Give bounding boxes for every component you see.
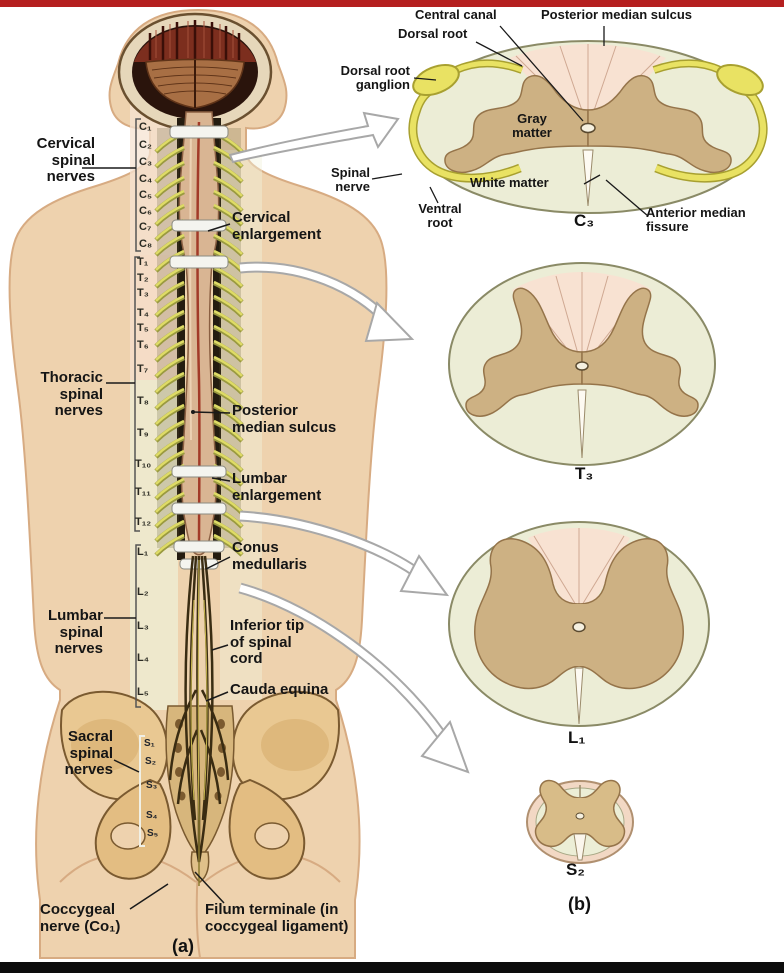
c3-callout-spinal-nerve: Spinal nerve (330, 165, 370, 195)
vertebra-label-t3: T₃ (137, 287, 149, 299)
cross-section-c3 (408, 40, 767, 214)
c3-callout-central-canal: Central canal (415, 7, 497, 22)
annotation-inferior-tip: Inferior tip of spinal cord (230, 617, 305, 667)
brain-in-skull (117, 12, 273, 132)
vertebra-label-t7: T₇ (137, 363, 149, 375)
c3-callout-lines (371, 25, 649, 217)
bottom-black-bar (0, 962, 784, 973)
section-label-t3: T₃ (575, 464, 594, 483)
cross-section-t3 (448, 262, 716, 466)
vertebra-label-c8: C₈ (139, 238, 153, 250)
vertebra-label-c4: C₄ (139, 173, 153, 185)
annotation-lumbar-enlargement: Lumbar enlargement (232, 470, 322, 504)
leader-lines (82, 167, 231, 910)
c3-callout-dorsal-root-ganglion: Dorsal root ganglion (340, 63, 410, 93)
vertebra-label-l2: L₂ (137, 586, 149, 598)
group-label-cervical: Cervical spinal nerves (36, 135, 95, 185)
top-red-bar (0, 0, 784, 7)
vertebra-label-t11: T₁₁ (135, 486, 151, 498)
cross-section-l1 (448, 521, 710, 727)
section-arrows (228, 111, 470, 774)
vertebra-label-t10: T₁₀ (135, 458, 152, 470)
vertebra-label-t5: T₅ (137, 322, 149, 334)
vertebra-label-s2: S₂ (145, 756, 157, 767)
vertebra-label-s1: S₁ (144, 738, 155, 749)
group-brackets (134, 118, 145, 847)
annotation-cervical-enlargement: Cervical enlargement (232, 209, 322, 243)
c3-callout-anterior-median-fissure: Anterior median fissure (646, 205, 746, 235)
c3-callout-gray-matter: Gray matter (512, 111, 552, 141)
section-label-l1: L₁ (568, 728, 586, 747)
vertebra-label-l4: L₄ (137, 652, 149, 664)
group-label-thoracic: Thoracic spinal nerves (40, 369, 103, 419)
c3-callout-dorsal-root: Dorsal root (398, 26, 468, 41)
c3-callout-posterior-median-sulcus: Posterior median sulcus (541, 7, 692, 22)
vertebra-label-c1: C₁ (139, 121, 152, 133)
vertebra-label-t6: T₆ (137, 339, 149, 351)
vertebra-label-t1: T₁ (137, 256, 149, 268)
panel-label-a: (a) (172, 936, 194, 956)
vertebra-label-c6: C₆ (139, 205, 152, 217)
section-label-s2: S₂ (566, 860, 585, 879)
vertebra-label-c3: C₃ (139, 156, 153, 168)
vertebra-label-l5: L₅ (137, 686, 149, 698)
vertebra-label-c5: C₅ (139, 189, 152, 201)
cauda-equina-strands (168, 555, 230, 886)
vertebra-label-s5: S₅ (147, 828, 159, 839)
annotation-cauda-equina: Cauda equina (230, 681, 329, 698)
vertebra-label-t2: T₂ (137, 272, 149, 284)
vertebra-label-l3: L₃ (137, 620, 149, 632)
c3-callout-ventral-root: Ventral root (418, 201, 462, 231)
vertebra-label-s4: S₄ (146, 810, 158, 821)
vertebra-label-t8: T₈ (137, 395, 149, 407)
cross-section-s2 (526, 779, 634, 864)
group-label-sacral: Sacral spinal nerves (64, 728, 113, 778)
vertebra-label-c7: C₇ (139, 221, 152, 233)
section-label-c3: C₃ (574, 211, 595, 230)
vertebra-label-t12: T₁₂ (135, 516, 152, 528)
vertebra-label-t4: T₄ (137, 307, 149, 319)
vertebra-label-s3: S₃ (146, 780, 158, 791)
annotation-conus-medullaris: Conus medullaris (232, 539, 308, 573)
vertebra-label-c2: C₂ (139, 139, 152, 151)
group-label-lumbar: Lumbar spinal nerves (47, 607, 103, 657)
vertebra-label-t9: T₉ (137, 427, 149, 439)
annotation-coccygeal-nerve: Coccygeal nerve (Co₁) (40, 901, 121, 935)
annotation-filum-terminale: Filum terminale (in coccygeal ligament) (205, 901, 349, 935)
vertebra-label-l1: L₁ (137, 546, 149, 558)
c3-callout-white-matter: White matter (470, 175, 549, 190)
panel-label-b: (b) (568, 894, 591, 914)
annotation-posterior-median-sulcus: Posterior median sulcus (232, 402, 337, 436)
